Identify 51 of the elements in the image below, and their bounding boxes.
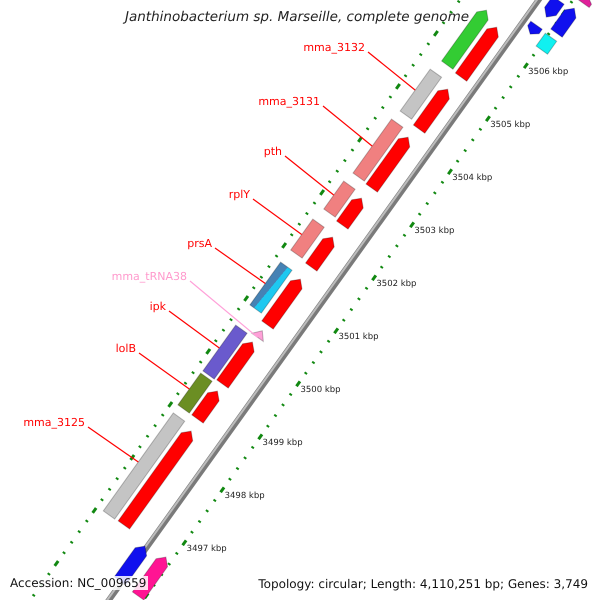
gene-block <box>304 236 335 272</box>
gene-block <box>412 88 450 134</box>
gene-label: rplY <box>228 189 250 200</box>
gene-bar <box>352 118 404 182</box>
gene-label: ipk <box>150 301 166 312</box>
gene-bar <box>400 68 442 120</box>
gene-block <box>535 32 558 55</box>
gene-label: mma_3131 <box>258 96 320 107</box>
scale-label: 3506 kbp <box>528 68 568 76</box>
gene-label: pth <box>264 146 282 157</box>
gene-label: mma_tRNA38 <box>112 271 187 282</box>
scale-label: 3498 kbp <box>224 492 265 500</box>
gene-block <box>191 390 220 424</box>
gene-block <box>454 26 499 82</box>
gene-bar <box>177 372 213 414</box>
gene-block <box>250 330 264 342</box>
gene-bar <box>290 218 325 259</box>
leader-line <box>322 106 373 147</box>
gene-bar <box>102 412 186 520</box>
leader-line <box>138 352 190 390</box>
gene-bar <box>202 324 248 380</box>
gene-block <box>544 0 565 18</box>
leader-line <box>190 280 258 338</box>
scale-label: 3504 kbp <box>452 174 492 182</box>
diagram-title: Janthinobacterium sp. Marseille, complete genome <box>125 11 470 24</box>
leader-line <box>88 426 139 462</box>
gene-block <box>216 342 255 389</box>
scale-label: 3503 kbp <box>414 226 454 236</box>
genome-summary-note: Topology: circular; Length: 4,110,251 bp; Genes: 3,749 <box>256 577 590 591</box>
scale-label: 3499 kbp <box>262 438 303 448</box>
gene-block <box>527 20 543 35</box>
accession-note: Accession: NC_009659 <box>8 576 148 590</box>
gene-label: mma_3132 <box>303 42 365 53</box>
gene-label: prsA <box>187 238 212 249</box>
gene-block <box>118 430 194 530</box>
gene-block <box>336 198 364 230</box>
scale-label: 3501 kbp <box>338 332 378 342</box>
gene-bar <box>323 180 356 218</box>
gene-label: mma_3125 <box>23 417 85 428</box>
gene-label: lolB <box>116 343 136 354</box>
scale-label: 3497 kbp <box>186 545 227 554</box>
scale-label: 3505 kbp <box>490 120 530 130</box>
leader-line <box>368 52 416 91</box>
gene-block <box>261 278 303 330</box>
leader-line <box>252 198 302 235</box>
scale-label: 3502 kbp <box>376 280 416 288</box>
leader-line <box>284 156 334 196</box>
gene-block <box>365 136 410 193</box>
gene-block <box>577 0 592 8</box>
scale-label: 3500 kbp <box>300 386 341 394</box>
gene-bar <box>249 261 293 314</box>
